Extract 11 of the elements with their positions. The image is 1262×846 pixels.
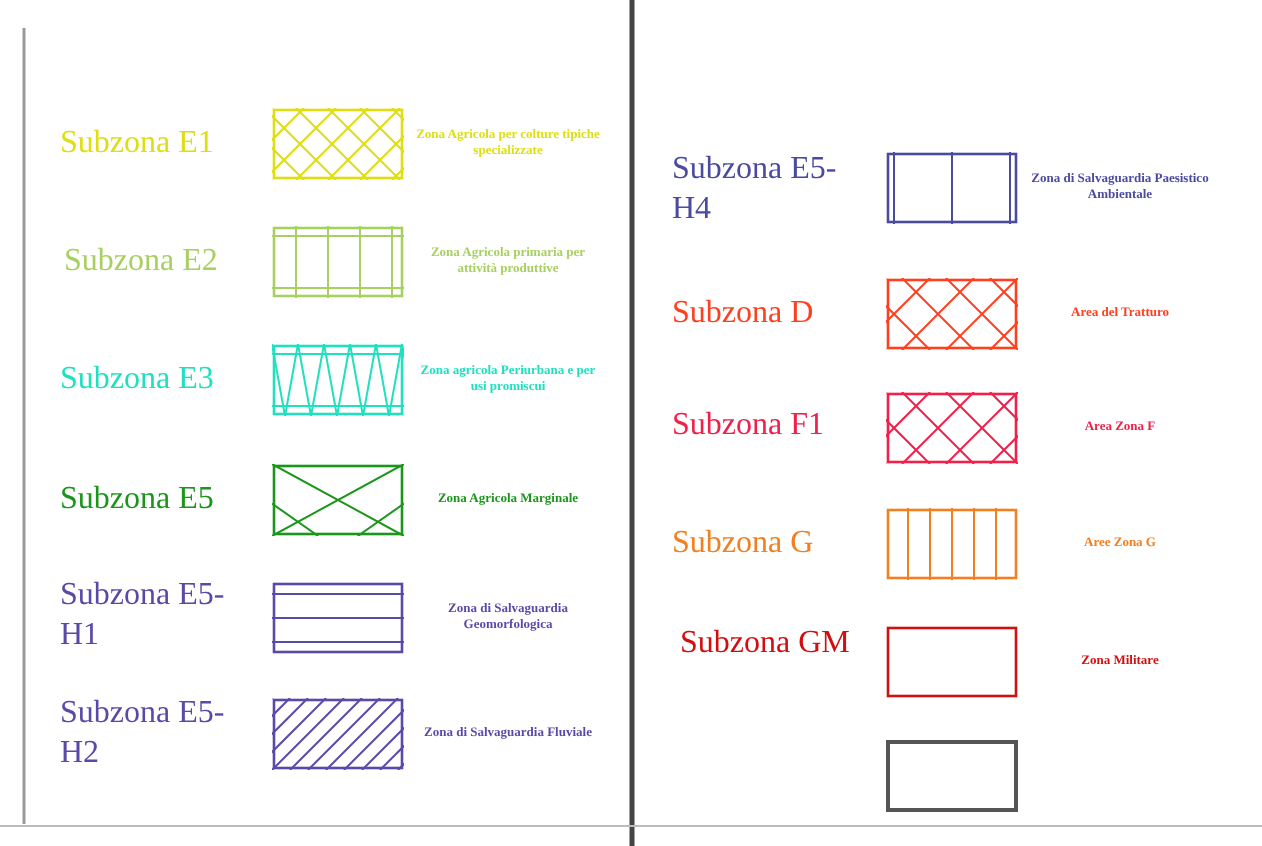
zone-name: Subzona E5 [60, 480, 216, 520]
zone-name: Subzona G [672, 524, 816, 564]
zone-name: Subzona E5-H1 [60, 576, 227, 656]
zone-name: Subzona D [672, 294, 816, 334]
zone-name: Subzona E5-H2 [60, 694, 227, 774]
zone-name: Subzona F1 [672, 406, 826, 446]
zone-name: Subzona E1 [60, 124, 216, 164]
zone-name: Subzona E3 [60, 360, 216, 400]
zone-name: Subzona E5-H4 [672, 150, 839, 230]
zone-name: Subzona E2 [64, 242, 220, 282]
zone-name: Subzona GM [680, 624, 852, 664]
